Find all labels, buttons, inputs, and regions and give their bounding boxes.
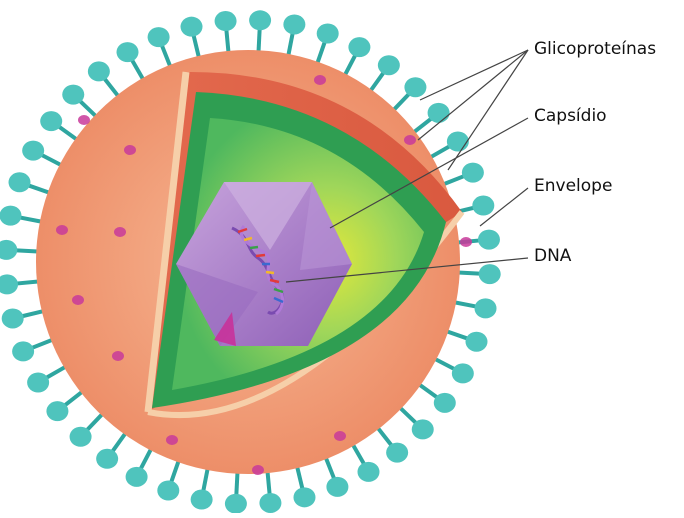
envelope-patch [72, 295, 84, 305]
envelope-patch [56, 225, 68, 235]
label-glycoproteins: Glicoproteínas [534, 39, 656, 59]
spike-head [0, 206, 21, 226]
spike-head [434, 393, 456, 413]
label-envelope: Envelope [534, 176, 612, 196]
spike-head [40, 111, 62, 131]
spike-head [428, 103, 450, 123]
spike-head [259, 493, 281, 513]
spike-head [215, 11, 237, 31]
spike-head [22, 141, 44, 161]
spike-head [88, 61, 110, 81]
spike-head [447, 132, 469, 152]
spike-head [357, 462, 379, 482]
spike-head [475, 298, 497, 318]
spike-head [27, 372, 49, 392]
spike-head [0, 240, 17, 260]
envelope-patch [404, 135, 416, 145]
spike-head [12, 341, 34, 361]
spike-head [317, 24, 339, 44]
envelope-patch [334, 431, 346, 441]
envelope-patch [124, 145, 136, 155]
spike-head [0, 274, 18, 294]
spike-head [2, 308, 24, 328]
spike-head [9, 172, 31, 192]
envelope-patch [112, 351, 124, 361]
spike-head [181, 17, 203, 37]
spike-head [378, 55, 400, 75]
spike-head [452, 363, 474, 383]
spike-head [412, 419, 434, 439]
spike-head [96, 449, 118, 469]
label-capsid: Capsídio [534, 106, 607, 126]
spike-head [326, 477, 348, 497]
spike-head [157, 480, 179, 500]
spike-head [46, 401, 68, 421]
spike-head [62, 85, 84, 105]
spike-head [293, 487, 315, 507]
envelope-patch [166, 435, 178, 445]
spike-head [386, 443, 408, 463]
spike-head [126, 467, 148, 487]
spike-head [225, 494, 247, 513]
envelope-patch [252, 465, 264, 475]
spike-head [70, 427, 92, 447]
envelope-patch [460, 237, 472, 247]
spike-head [348, 37, 370, 57]
envelope-patch [114, 227, 126, 237]
spike-head [249, 10, 271, 30]
spike-head [479, 264, 501, 284]
envelope-patch [78, 115, 90, 125]
spike-head [117, 42, 139, 62]
spike-head [404, 77, 426, 97]
spike-head [191, 490, 213, 510]
spike-head [462, 163, 484, 183]
spike-head [472, 196, 494, 216]
spike-head [478, 230, 500, 250]
envelope-patch [314, 75, 326, 85]
label-dna: DNA [534, 246, 571, 266]
spike-head [465, 332, 487, 352]
spike-head [283, 14, 305, 34]
spike-head [148, 27, 170, 47]
